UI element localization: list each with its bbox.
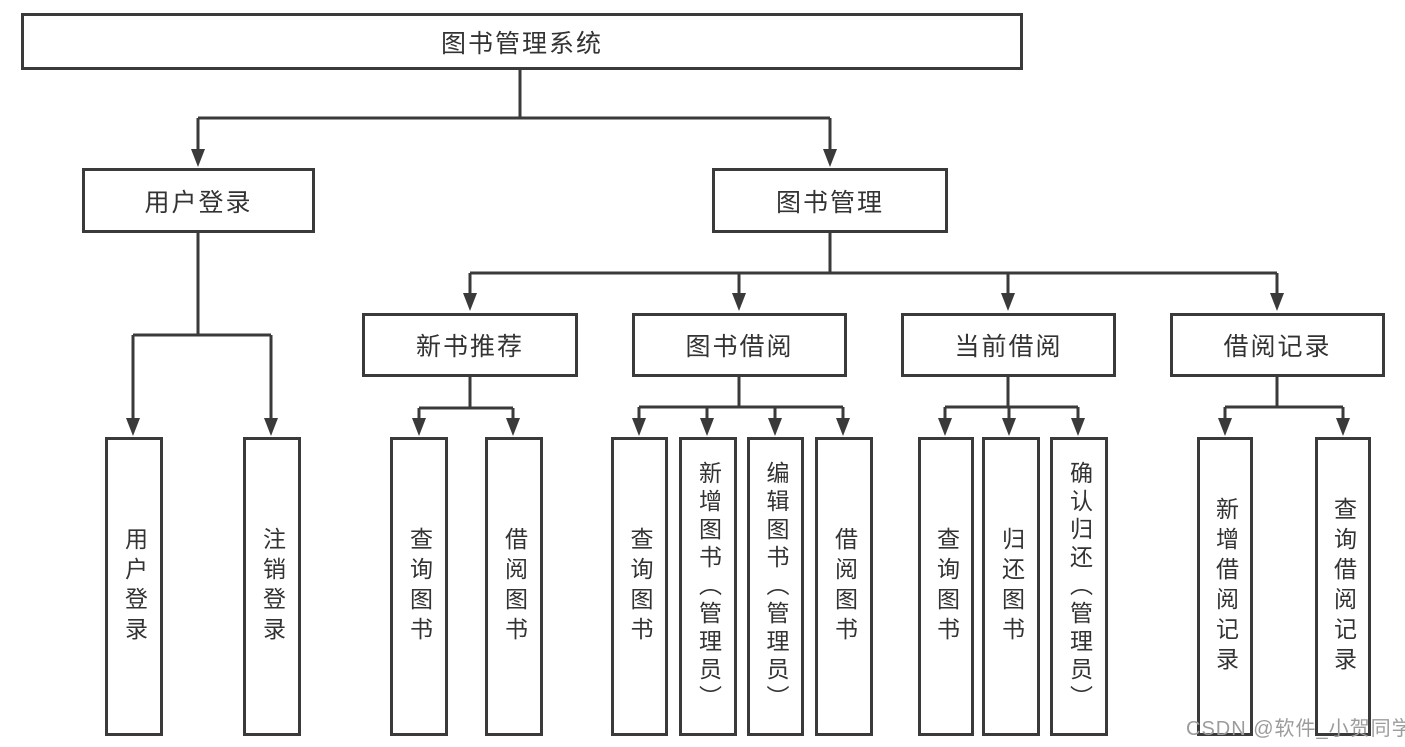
leaf-query-borrow-record-label: 查询借阅记录 [1330,496,1357,677]
node-book-borrow-label: 图书借阅 [685,333,794,361]
leaf-borrow-books-borrow-label: 借阅图书 [831,526,858,647]
leaf-return-books: 归还图书 [982,437,1040,736]
leaf-user-login: 用户登录 [105,437,163,736]
leaf-query-books-current-label: 查询图书 [933,526,960,647]
leaf-query-books-current: 查询图书 [918,437,974,736]
leaf-edit-books-admin-label: 编辑图书（管理员） [763,460,789,713]
leaf-confirm-return-admin: 确认归还（管理员） [1050,437,1108,736]
node-book-management: 图书管理 [712,168,948,233]
node-borrow-records-label: 借阅记录 [1223,333,1332,361]
node-current-borrow-label: 当前借阅 [954,333,1063,361]
leaf-add-borrow-record: 新增借阅记录 [1197,437,1253,736]
node-user-login-label: 用户登录 [144,188,253,217]
leaf-query-books-recommend: 查询图书 [390,437,448,736]
leaf-query-books-recommend-label: 查询图书 [406,526,433,647]
node-current-borrow: 当前借阅 [901,313,1116,377]
leaf-edit-books-admin: 编辑图书（管理员） [747,437,804,736]
leaf-query-books-borrow: 查询图书 [611,437,668,736]
leaf-borrow-books-borrow: 借阅图书 [815,437,873,736]
leaf-add-books-admin-label: 新增图书（管理员） [695,460,722,713]
leaf-logout: 注销登录 [243,437,301,736]
leaf-return-books-label: 归还图书 [998,526,1025,647]
leaf-add-borrow-record-label: 新增借阅记录 [1212,496,1239,677]
leaf-confirm-return-admin-label: 确认归还（管理员） [1066,460,1093,713]
node-user-login: 用户登录 [82,168,315,233]
leaf-query-books-borrow-label: 查询图书 [627,526,653,647]
leaf-logout-label: 注销登录 [259,526,286,647]
node-book-borrow: 图书借阅 [632,313,847,377]
node-book-management-label: 图书管理 [775,188,884,217]
leaf-borrow-books-recommend-label: 借阅图书 [501,526,528,647]
node-new-book-recommend-label: 新书推荐 [415,333,524,361]
node-borrow-records: 借阅记录 [1170,313,1385,377]
leaf-user-login-label: 用户登录 [121,526,148,647]
arrowhead-icons [126,149,1350,436]
node-root-label: 图书管理系统 [440,29,603,58]
node-new-book-recommend: 新书推荐 [362,313,578,377]
leaf-borrow-books-recommend: 借阅图书 [485,437,543,736]
node-root: 图书管理系统 [21,13,1023,70]
leaf-add-books-admin: 新增图书（管理员） [679,437,737,736]
leaf-query-borrow-record: 查询借阅记录 [1315,437,1371,736]
csdn-watermark: CSDN @软件_小贺同学 [1186,718,1405,740]
